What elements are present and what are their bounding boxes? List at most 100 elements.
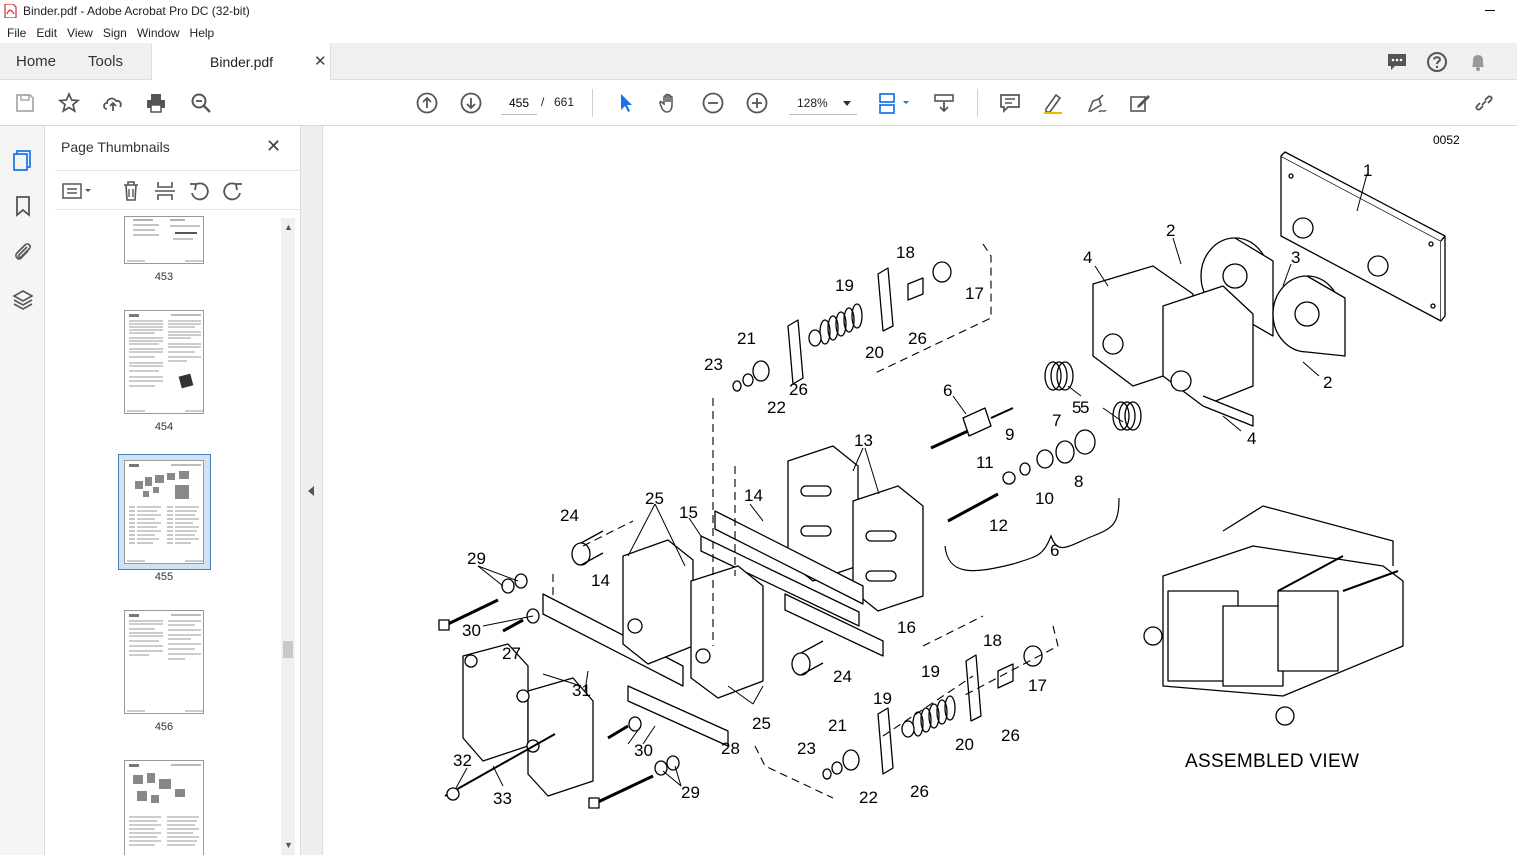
thumbnail-page-number: 453 [154, 271, 174, 283]
callout-number: 24 [833, 667, 852, 686]
panel-toolbar [55, 170, 300, 210]
callout-number: 17 [965, 284, 984, 303]
thumbnail-page-number: 454 [154, 421, 174, 433]
thumbnail-list[interactable]: 453 454 [45, 216, 285, 855]
callout-number: 14 [591, 571, 610, 590]
stamp-edit-icon[interactable] [1128, 91, 1152, 115]
scrollbar-thumb[interactable] [283, 641, 293, 658]
callout-number: 21 [828, 716, 847, 735]
print-icon[interactable] [144, 91, 168, 115]
callout-number: 18 [896, 243, 915, 262]
scroll-down-arrow-icon[interactable]: ▼ [284, 840, 293, 850]
callout-number: 4 [1247, 429, 1256, 448]
extract-pages-icon[interactable] [153, 179, 177, 203]
rotate-counterclockwise-icon[interactable] [187, 179, 211, 203]
hand-tool-icon[interactable] [657, 91, 681, 115]
notifications-bell-icon[interactable] [1467, 51, 1489, 73]
thumbnail-page[interactable] [124, 216, 204, 264]
callout-number: 1 [1363, 161, 1372, 180]
menu-sign[interactable]: Sign [102, 25, 127, 40]
callout-number: 29 [467, 549, 486, 568]
document-view[interactable]: 0052 [323, 126, 1517, 855]
thumbnail-page[interactable] [124, 310, 204, 414]
close-tab-icon[interactable]: ✕ [314, 53, 327, 70]
callout-number: 12 [989, 516, 1008, 535]
callout-number: 14 [744, 486, 763, 505]
add-comment-icon[interactable] [998, 91, 1022, 115]
zoom-in-icon[interactable] [745, 91, 769, 115]
next-page-icon[interactable] [459, 91, 483, 115]
layers-icon[interactable] [11, 288, 35, 312]
callout-number: 26 [1001, 726, 1020, 745]
highlight-pen-icon[interactable] [1041, 91, 1065, 115]
callout-number: 19 [873, 689, 892, 708]
callout-number: 5 [1080, 398, 1089, 417]
callout-number: 19 [835, 276, 854, 295]
thumbnail-page-selected[interactable] [124, 460, 204, 564]
left-navigation-rail [0, 126, 45, 855]
page-number-input[interactable] [501, 91, 537, 115]
zoom-search-icon[interactable] [189, 91, 213, 115]
tab-document[interactable]: Binder.pdf ✕ [151, 43, 331, 81]
callout-number: 8 [1074, 472, 1083, 491]
upload-cloud-icon[interactable] [101, 91, 125, 115]
attachments-paperclip-icon[interactable] [11, 240, 35, 264]
panel-collapse-handle[interactable] [301, 126, 323, 855]
zoom-level-value: 128% [797, 96, 828, 110]
scroll-mode-icon[interactable] [932, 91, 956, 115]
callout-number: 32 [453, 751, 472, 770]
exploded-parts-diagram: 1 2 3 2 4 5 5 4 6 7 8 9 10 11 12 6 13 14… [438, 151, 1446, 809]
menu-window[interactable]: Window [136, 25, 180, 40]
page-display-icon[interactable] [877, 91, 913, 115]
callout-number: 19 [921, 662, 940, 681]
menu-help[interactable]: Help [189, 25, 215, 40]
callout-number: 28 [721, 739, 740, 758]
delete-trash-icon[interactable] [119, 179, 143, 203]
save-icon[interactable] [13, 91, 37, 115]
callout-number: 33 [493, 789, 512, 808]
figure-code: 0052 [1433, 133, 1460, 147]
share-link-icon[interactable] [1472, 91, 1496, 115]
thumbnail-options-icon[interactable] [61, 179, 95, 203]
tab-home[interactable]: Home [16, 53, 57, 70]
select-cursor-icon[interactable] [614, 91, 638, 115]
page-separator: / [541, 95, 545, 109]
callout-number: 23 [797, 739, 816, 758]
minimize-button[interactable] [1485, 10, 1495, 11]
rotate-clockwise-icon[interactable] [221, 179, 245, 203]
window-title: Binder.pdf - Adobe Acrobat Pro DC (32-bi… [23, 4, 250, 18]
close-panel-icon[interactable]: ✕ [266, 136, 282, 156]
callout-number: 31 [572, 681, 591, 700]
callout-number: 29 [681, 783, 700, 802]
callout-number: 2 [1166, 221, 1175, 240]
bookmarks-icon[interactable] [11, 194, 35, 218]
callout-number: 26 [908, 329, 927, 348]
comment-bubble-icon[interactable] [1386, 51, 1408, 73]
thumbnail-scrollbar[interactable]: ▲ ▼ [281, 218, 295, 855]
menu-file[interactable]: File [7, 25, 27, 40]
page-total: 661 [554, 95, 575, 109]
page-thumbnails-icon[interactable] [11, 148, 35, 172]
menu-edit[interactable]: Edit [36, 25, 58, 40]
menu-view[interactable]: View [67, 25, 93, 40]
callout-number: 26 [789, 380, 808, 399]
tab-tools[interactable]: Tools [88, 53, 124, 70]
callout-number: 13 [854, 431, 873, 450]
callout-number: 25 [645, 489, 664, 508]
draw-pen-icon[interactable] [1085, 91, 1109, 115]
callout-number: 2 [1323, 373, 1332, 392]
previous-page-icon[interactable] [415, 91, 439, 115]
thumbnail-page[interactable] [124, 610, 204, 714]
pdf-app-icon [4, 4, 17, 18]
callout-number: 17 [1028, 676, 1047, 695]
scroll-up-arrow-icon[interactable]: ▲ [284, 222, 293, 232]
callout-number: 7 [1052, 411, 1061, 430]
bookmark-star-icon[interactable] [57, 91, 81, 115]
callout-number: 6 [943, 381, 952, 400]
thumbnail-page[interactable] [124, 760, 204, 855]
help-icon[interactable] [1426, 51, 1448, 73]
toolbar-divider [592, 89, 593, 117]
zoom-out-icon[interactable] [701, 91, 725, 115]
callout-number: 30 [462, 621, 481, 640]
zoom-level-dropdown[interactable]: 128% [789, 91, 857, 115]
